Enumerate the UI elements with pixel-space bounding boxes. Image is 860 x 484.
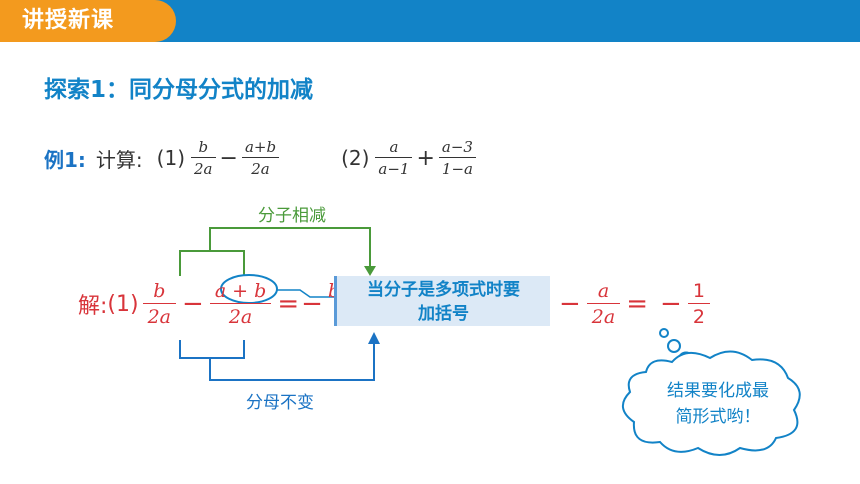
example-row: 例1: 计算: (1) b 2a − a+b 2a (2) a a−1 + a−… xyxy=(44,132,476,184)
sol-f4-numerator: a xyxy=(586,279,621,304)
ex2-operator: + xyxy=(416,145,435,171)
cloud-text: 结果要化成最 简形式哟！ xyxy=(638,378,798,430)
example-part2-label: (2) xyxy=(341,146,370,170)
sol-f1-denominator: 2a xyxy=(147,305,172,328)
example-label: 例1: xyxy=(44,147,86,172)
sol-minus-2: − xyxy=(301,289,323,319)
sol-f5-numerator: 1 xyxy=(687,279,710,304)
sol-f4-denominator: 2a xyxy=(591,305,616,328)
denominator-arrowhead xyxy=(368,332,380,344)
ex1-fraction-2: a+b 2a xyxy=(241,137,280,180)
sol-f5-denominator: 2 xyxy=(692,305,705,328)
denominator-connector xyxy=(209,342,375,381)
cloud-line-2: 简形式哟！ xyxy=(675,407,761,427)
tail-minus: − xyxy=(559,289,581,319)
solution-tail: − a 2a = − 1 2 xyxy=(553,272,710,336)
sol-fraction-2: a + b 2a xyxy=(209,279,272,330)
ex2-f2-denominator: 1−a xyxy=(441,159,473,178)
section-title: 探索1：同分母分式的加减 xyxy=(44,77,314,103)
ex1-f2-denominator: 2a xyxy=(251,159,270,178)
thought-cloud xyxy=(622,328,801,456)
solution-row: 解: (1) b 2a − a + b 2a = − b xyxy=(78,272,345,336)
sol-fraction-1: b 2a xyxy=(142,279,177,330)
sol-equals: = xyxy=(277,289,300,319)
ex2-f1-denominator: a−1 xyxy=(378,159,410,178)
ex1-f2-numerator: a+b xyxy=(241,137,280,158)
ex1-f1-denominator: 2a xyxy=(194,159,213,178)
numerator-arrowhead xyxy=(364,266,376,276)
callout-line-1: 当分子是多项式时要 xyxy=(367,280,520,300)
callout-line-2: 加括号 xyxy=(418,304,469,324)
ex2-f1-numerator: a xyxy=(375,137,413,158)
cloud-line-1: 结果要化成最 xyxy=(667,381,769,401)
solution-part: (1) xyxy=(107,291,139,317)
example-prompt: 计算: xyxy=(95,147,143,172)
denominator-bracket xyxy=(179,340,245,359)
sol-minus: − xyxy=(182,289,204,319)
ex1-operator: − xyxy=(219,145,238,171)
sol-f2-numerator: a + b xyxy=(209,279,272,304)
sol-f2-denominator: 2a xyxy=(228,305,253,328)
ex2-f2-numerator: a−3 xyxy=(438,137,476,158)
ex1-f1-numerator: b xyxy=(191,137,216,158)
header-title: 讲授新课 xyxy=(22,8,115,33)
tail-minus-2: − xyxy=(660,289,682,319)
ex2-fraction-1: a a−1 xyxy=(375,137,413,180)
tail-equals: = xyxy=(626,289,649,319)
header-tab xyxy=(0,0,176,42)
sol-fraction-5: 1 2 xyxy=(687,279,710,330)
numerator-bracket xyxy=(179,250,245,276)
numerator-connector xyxy=(209,227,371,268)
solution-label: 解: xyxy=(78,294,108,319)
example-part1-label: (1) xyxy=(156,146,186,170)
sol-f1-numerator: b xyxy=(142,279,177,304)
callout-pointer xyxy=(277,289,334,298)
sol-fraction-4: a 2a xyxy=(586,279,621,330)
denominator-label: 分母不变 xyxy=(246,393,314,413)
ex2-fraction-2: a−3 1−a xyxy=(438,137,476,180)
ex1-fraction-1: b 2a xyxy=(191,137,216,180)
numerator-label: 分子相减 xyxy=(258,206,326,226)
callout-box: 当分子是多项式时要 加括号 xyxy=(334,276,550,326)
